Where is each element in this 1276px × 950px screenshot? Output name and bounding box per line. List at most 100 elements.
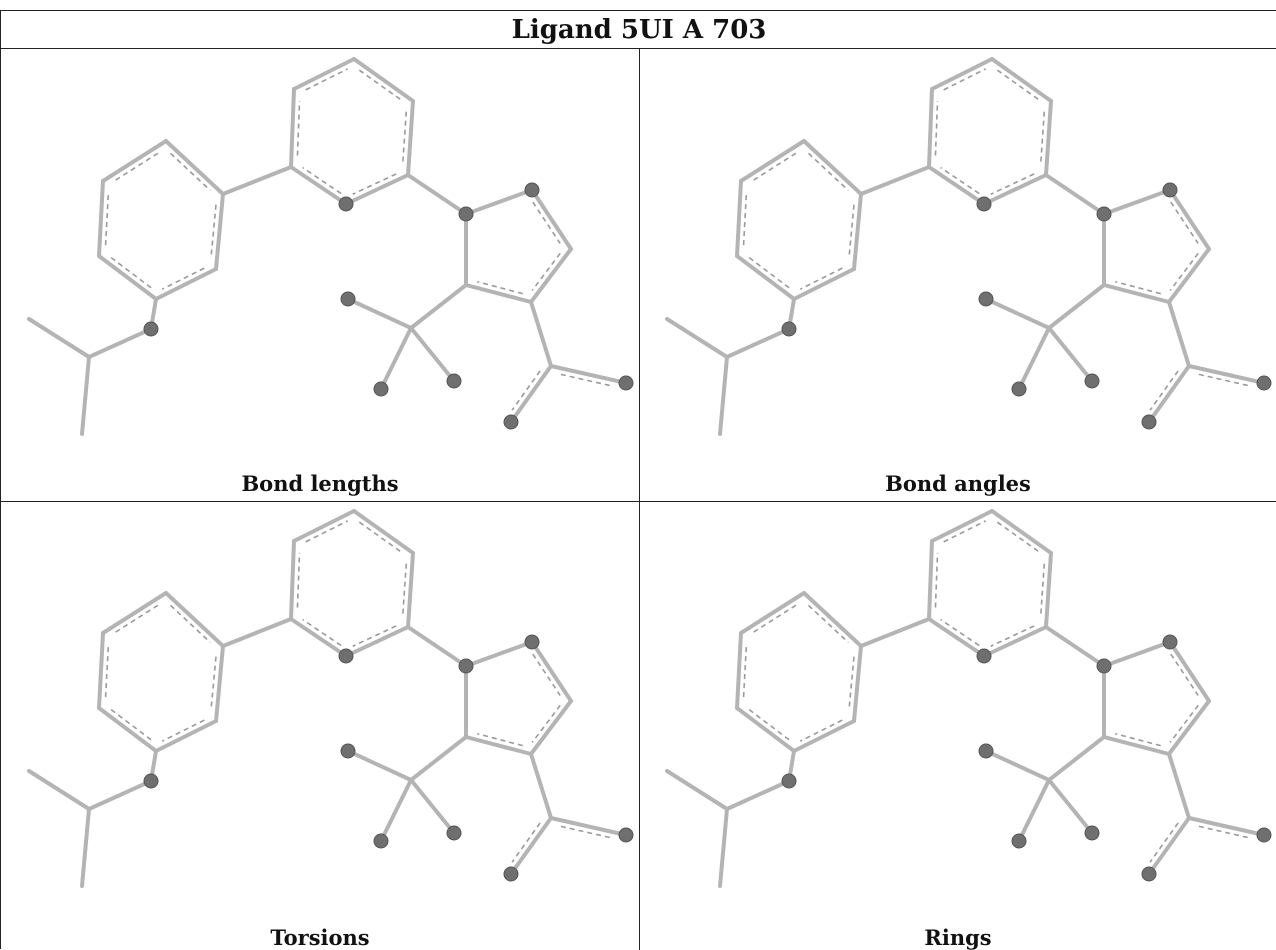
bond-line <box>1167 752 1191 820</box>
double-bond-dash <box>1149 370 1179 411</box>
bond-line <box>530 640 573 703</box>
bond-line <box>990 509 1053 555</box>
bond-line <box>221 165 293 196</box>
bond-line <box>406 551 415 629</box>
bond-line <box>101 591 168 635</box>
bond-line <box>80 355 91 436</box>
atom-sphere <box>976 648 992 664</box>
bond-line <box>1044 625 1106 668</box>
double-bond-dash <box>748 257 790 289</box>
double-bond-dash <box>1149 822 1179 863</box>
double-bond-dash <box>115 603 161 633</box>
bond-line <box>292 509 356 543</box>
double-bond-dash <box>110 709 152 741</box>
atom-sphere <box>340 291 356 307</box>
double-bond-dash <box>1169 252 1199 291</box>
bond-line <box>346 749 413 782</box>
bond-line <box>464 188 534 216</box>
atom-sphere <box>978 291 994 307</box>
bond-line <box>529 300 553 368</box>
molecule-diagram <box>665 509 1272 888</box>
atom-sphere <box>1096 658 1112 674</box>
bond-line <box>927 539 934 621</box>
bond-line <box>1047 326 1094 383</box>
double-bond-dash <box>210 656 217 710</box>
bond-line <box>852 644 863 723</box>
bond-line <box>1167 300 1191 368</box>
double-bond-dash <box>104 192 110 246</box>
bond-line <box>529 752 553 820</box>
atom-sphere <box>373 833 389 849</box>
double-bond-dash <box>352 625 397 647</box>
double-bond-dash <box>940 166 980 195</box>
bond-line <box>735 179 743 258</box>
double-bond-dash <box>1039 111 1046 164</box>
atom-sphere <box>976 196 992 212</box>
double-bond-dash <box>352 173 397 195</box>
bond-line <box>725 327 791 359</box>
bond-line <box>1168 640 1211 703</box>
panel-rings: Rings <box>639 501 1276 950</box>
bond-line <box>1044 551 1053 629</box>
bond-line <box>1044 173 1106 216</box>
bond-line <box>718 355 729 436</box>
atom-sphere <box>143 773 159 789</box>
panel-bond-angles: Bond angles <box>639 49 1276 501</box>
bond-line <box>1167 247 1211 304</box>
atom-sphere <box>524 182 540 198</box>
double-bond-dash <box>799 267 843 290</box>
bond-line <box>1167 699 1211 756</box>
bond-line <box>1047 778 1094 835</box>
bond-line <box>735 706 796 753</box>
figure-title: Ligand 5UI A 703 <box>1 11 1276 49</box>
atom-sphere <box>1011 381 1027 397</box>
double-bond-dash <box>1039 563 1046 616</box>
bond-line <box>1187 364 1266 385</box>
bond-line <box>927 617 986 658</box>
atom-sphere <box>1084 373 1100 389</box>
bond-line <box>509 816 553 876</box>
bond-line <box>409 778 456 835</box>
bond-line <box>529 247 573 304</box>
double-bond-dash <box>305 520 349 543</box>
double-bond-dash <box>169 604 211 644</box>
bond-line <box>97 631 105 710</box>
bond-line <box>665 769 729 811</box>
bond-line <box>406 173 468 216</box>
bond-line <box>1168 188 1211 251</box>
bond-line <box>352 509 415 555</box>
bond-line <box>859 165 931 196</box>
bond-line <box>665 317 729 359</box>
double-bond-dash <box>742 644 748 698</box>
bond-line <box>930 509 994 543</box>
bond-line <box>1017 326 1051 391</box>
atom-sphere <box>618 827 634 843</box>
atom-sphere <box>338 648 354 664</box>
bond-line <box>1147 816 1191 876</box>
bond-line <box>27 769 91 811</box>
atom-sphere <box>978 743 994 759</box>
bond-line <box>1102 188 1172 216</box>
double-bond-dash <box>940 618 980 647</box>
bond-line <box>27 317 91 359</box>
double-bond-dash <box>807 152 849 192</box>
double-bond-dash <box>753 151 799 181</box>
bond-line <box>927 87 934 169</box>
atom-sphere <box>524 634 540 650</box>
atom-sphere <box>1141 414 1157 430</box>
bond-line <box>87 779 153 811</box>
atom-sphere <box>340 743 356 759</box>
bond-line <box>221 617 293 648</box>
double-bond-dash <box>302 166 342 195</box>
double-bond-dash <box>996 521 1040 553</box>
double-bond-dash <box>302 618 342 647</box>
bond-line <box>802 139 863 196</box>
double-bond-dash <box>943 68 987 91</box>
double-bond-dash <box>990 173 1035 195</box>
atom-sphere <box>1011 833 1027 849</box>
double-bond-dash <box>943 520 987 543</box>
double-bond-dash <box>799 719 843 742</box>
panel-caption: Bond angles <box>885 471 1031 496</box>
double-bond-dash <box>807 604 849 644</box>
bond-line <box>1044 99 1053 177</box>
